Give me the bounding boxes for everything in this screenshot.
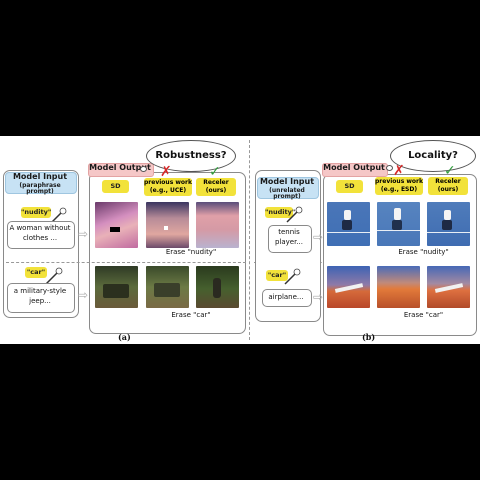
panel-a-row2-tag: "car"	[25, 267, 47, 278]
soldier-shape	[213, 278, 221, 298]
image-ours-airplane	[427, 266, 470, 308]
player-shape	[444, 210, 451, 220]
arrow-right-icon: ⇨	[78, 288, 89, 302]
check-mark-icon: ✓	[444, 163, 456, 179]
airplane-shape	[434, 283, 464, 293]
court-line	[427, 232, 470, 233]
panel-a-label: (a)	[118, 332, 131, 342]
panel-a-col-prev-line2: (e.g., UCE)	[149, 187, 187, 194]
panel-b-input-header	[257, 177, 319, 199]
court-line	[377, 230, 420, 231]
panel-b-row2-caption: Erase "car"	[403, 311, 444, 319]
arrow-right-icon: ⇨	[313, 230, 324, 244]
censor-dot	[164, 226, 168, 230]
panel-b-col-prev-line1: previous work	[375, 178, 423, 185]
panel-b-row2-prompt-box	[262, 289, 312, 307]
magic-wand-icon	[284, 268, 301, 285]
panel-a-row2-caption: Erase "car"	[171, 311, 211, 319]
jeep-shape	[154, 283, 180, 297]
panel-a-input-header	[5, 172, 77, 194]
panel-a-input-title: Model Input	[12, 172, 68, 181]
panel-b-label: (b)	[362, 332, 376, 342]
image-sd-nudity	[95, 202, 138, 248]
row-divider-a	[6, 262, 246, 263]
image-ours-nudity	[196, 202, 239, 248]
panel-a-row1-tag: "nudity"	[21, 207, 52, 218]
panel-a-col-sd: SD	[102, 180, 129, 193]
panel-b-row1-prompt-box	[268, 225, 312, 253]
panel-b-col-ours-line2: (ours)	[437, 186, 459, 193]
panel-b-output-box	[323, 174, 477, 336]
panel-b-row1-prompt-line2: player...	[274, 238, 304, 246]
cross-mark-icon: ✗	[393, 163, 405, 179]
player-shape	[344, 210, 351, 220]
image-sd-car	[95, 266, 138, 308]
panel-b-col-prev	[375, 177, 423, 195]
panel-a-row1-prompt-box	[7, 221, 75, 249]
magic-wand-icon	[286, 206, 303, 223]
magic-wand-icon	[45, 267, 63, 285]
image-sd-tennis	[327, 202, 370, 246]
court-line	[327, 232, 370, 233]
panel-b-row1-caption: Erase "nudity"	[398, 248, 449, 256]
panel-a-col-ours-line2: (ours)	[205, 187, 227, 194]
figure: Model Input (paraphrase prompt) "nudity"…	[0, 136, 480, 344]
arrow-right-icon: ⇨	[78, 227, 89, 241]
panel-b-col-prev-line2: (e.g., ESD)	[380, 186, 418, 193]
jeep-shape	[103, 284, 129, 298]
panel-a-col-prev	[144, 178, 192, 196]
panel-a-row2-prompt-box	[7, 283, 75, 313]
panel-a-row1-prompt-line2: clothes ...	[22, 234, 58, 242]
player-legs	[392, 220, 402, 230]
player-legs	[442, 220, 452, 230]
panel-b-col-ours-line1: Receler	[435, 178, 461, 185]
panel-a-row2-prompt-line1: a military-style	[13, 287, 67, 295]
panel-b-input-subtitle: (unrelated prompt)	[269, 187, 305, 201]
image-prev-airplane	[377, 266, 420, 308]
panel-a-col-ours	[196, 178, 236, 196]
image-ours-tennis	[427, 202, 470, 246]
check-mark-icon: ✓	[209, 164, 221, 180]
panel-b-input-title: Model Input	[259, 177, 315, 186]
panel-b-col-ours	[428, 177, 468, 195]
panel-b-cloud: Locality?	[390, 140, 476, 172]
panel-a-row1-prompt-line1: A woman without	[9, 224, 71, 232]
cloud-tail	[386, 165, 393, 171]
image-prev-nudity	[146, 202, 189, 248]
cloud-tail	[140, 166, 147, 172]
panel-a-col-ours-line1: Receler	[203, 179, 229, 186]
panel-a-cloud: Robustness?	[146, 140, 236, 172]
image-prev-car	[146, 266, 189, 308]
panel-a-row2-prompt-line2: jeep...	[29, 297, 51, 305]
airplane-shape	[334, 283, 364, 293]
image-ours-car	[196, 266, 239, 308]
panel-a-output-title: Model Output	[89, 163, 151, 172]
player-legs	[342, 220, 352, 230]
arrow-right-icon: ⇨	[313, 290, 324, 304]
panel-b-row1-tag: "nudity"	[265, 207, 296, 218]
panel-b-output-title: Model Output	[323, 163, 385, 172]
cross-mark-icon: ✗	[160, 164, 172, 180]
image-sd-airplane	[327, 266, 370, 308]
panel-b-row2-prompt-line1: airplane...	[268, 293, 304, 301]
panel-a-row1-caption: Erase "nudity"	[165, 248, 217, 256]
panel-b-row2-tag: "car"	[266, 270, 288, 281]
panel-divider	[249, 140, 250, 340]
censor-bar	[110, 227, 120, 232]
panel-b-col-sd: SD	[336, 180, 363, 193]
panel-a-output-header	[88, 163, 154, 177]
player-shape	[394, 208, 401, 220]
panel-a-col-prev-line1: previous work	[144, 179, 192, 186]
panel-b-row1-prompt-line1: tennis	[278, 228, 300, 236]
image-prev-tennis	[377, 202, 420, 246]
panel-a-input-subtitle: (paraphrase prompt)	[19, 182, 61, 196]
